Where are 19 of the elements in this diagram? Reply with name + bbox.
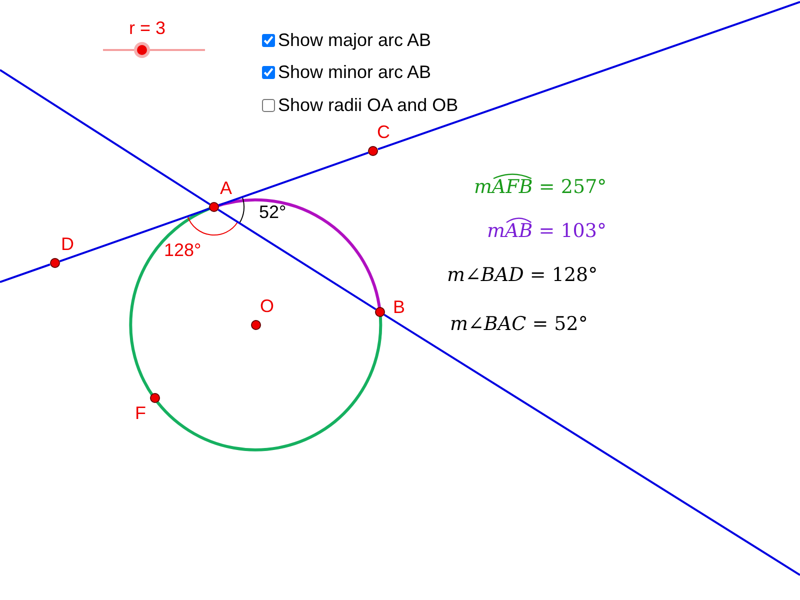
point-label: D xyxy=(61,235,74,253)
point-label: O xyxy=(260,297,274,315)
checkbox: Show minor arc AB xyxy=(262,62,432,83)
point-label: B xyxy=(393,298,406,316)
measure-equation: mAFB = 257° xyxy=(474,176,607,198)
line-segment xyxy=(218,152,369,206)
line-segment xyxy=(59,208,210,262)
measure-equation: mAB = 103° xyxy=(487,220,606,242)
measure-equation: m∠BAC = 52° xyxy=(450,313,588,335)
angle-label: 52° xyxy=(259,203,286,221)
checkbox: Show radii OA and OB xyxy=(262,95,458,116)
slider: r = 3 xyxy=(103,18,205,60)
checkbox: Show major arc AB xyxy=(262,30,432,51)
line-segment xyxy=(218,208,376,310)
point-label: F xyxy=(135,404,146,422)
measure-equation: m∠BAD = 128° xyxy=(447,264,598,286)
point-label: C xyxy=(377,123,390,141)
angle-label: 128° xyxy=(164,241,202,259)
point-label: A xyxy=(220,179,232,197)
